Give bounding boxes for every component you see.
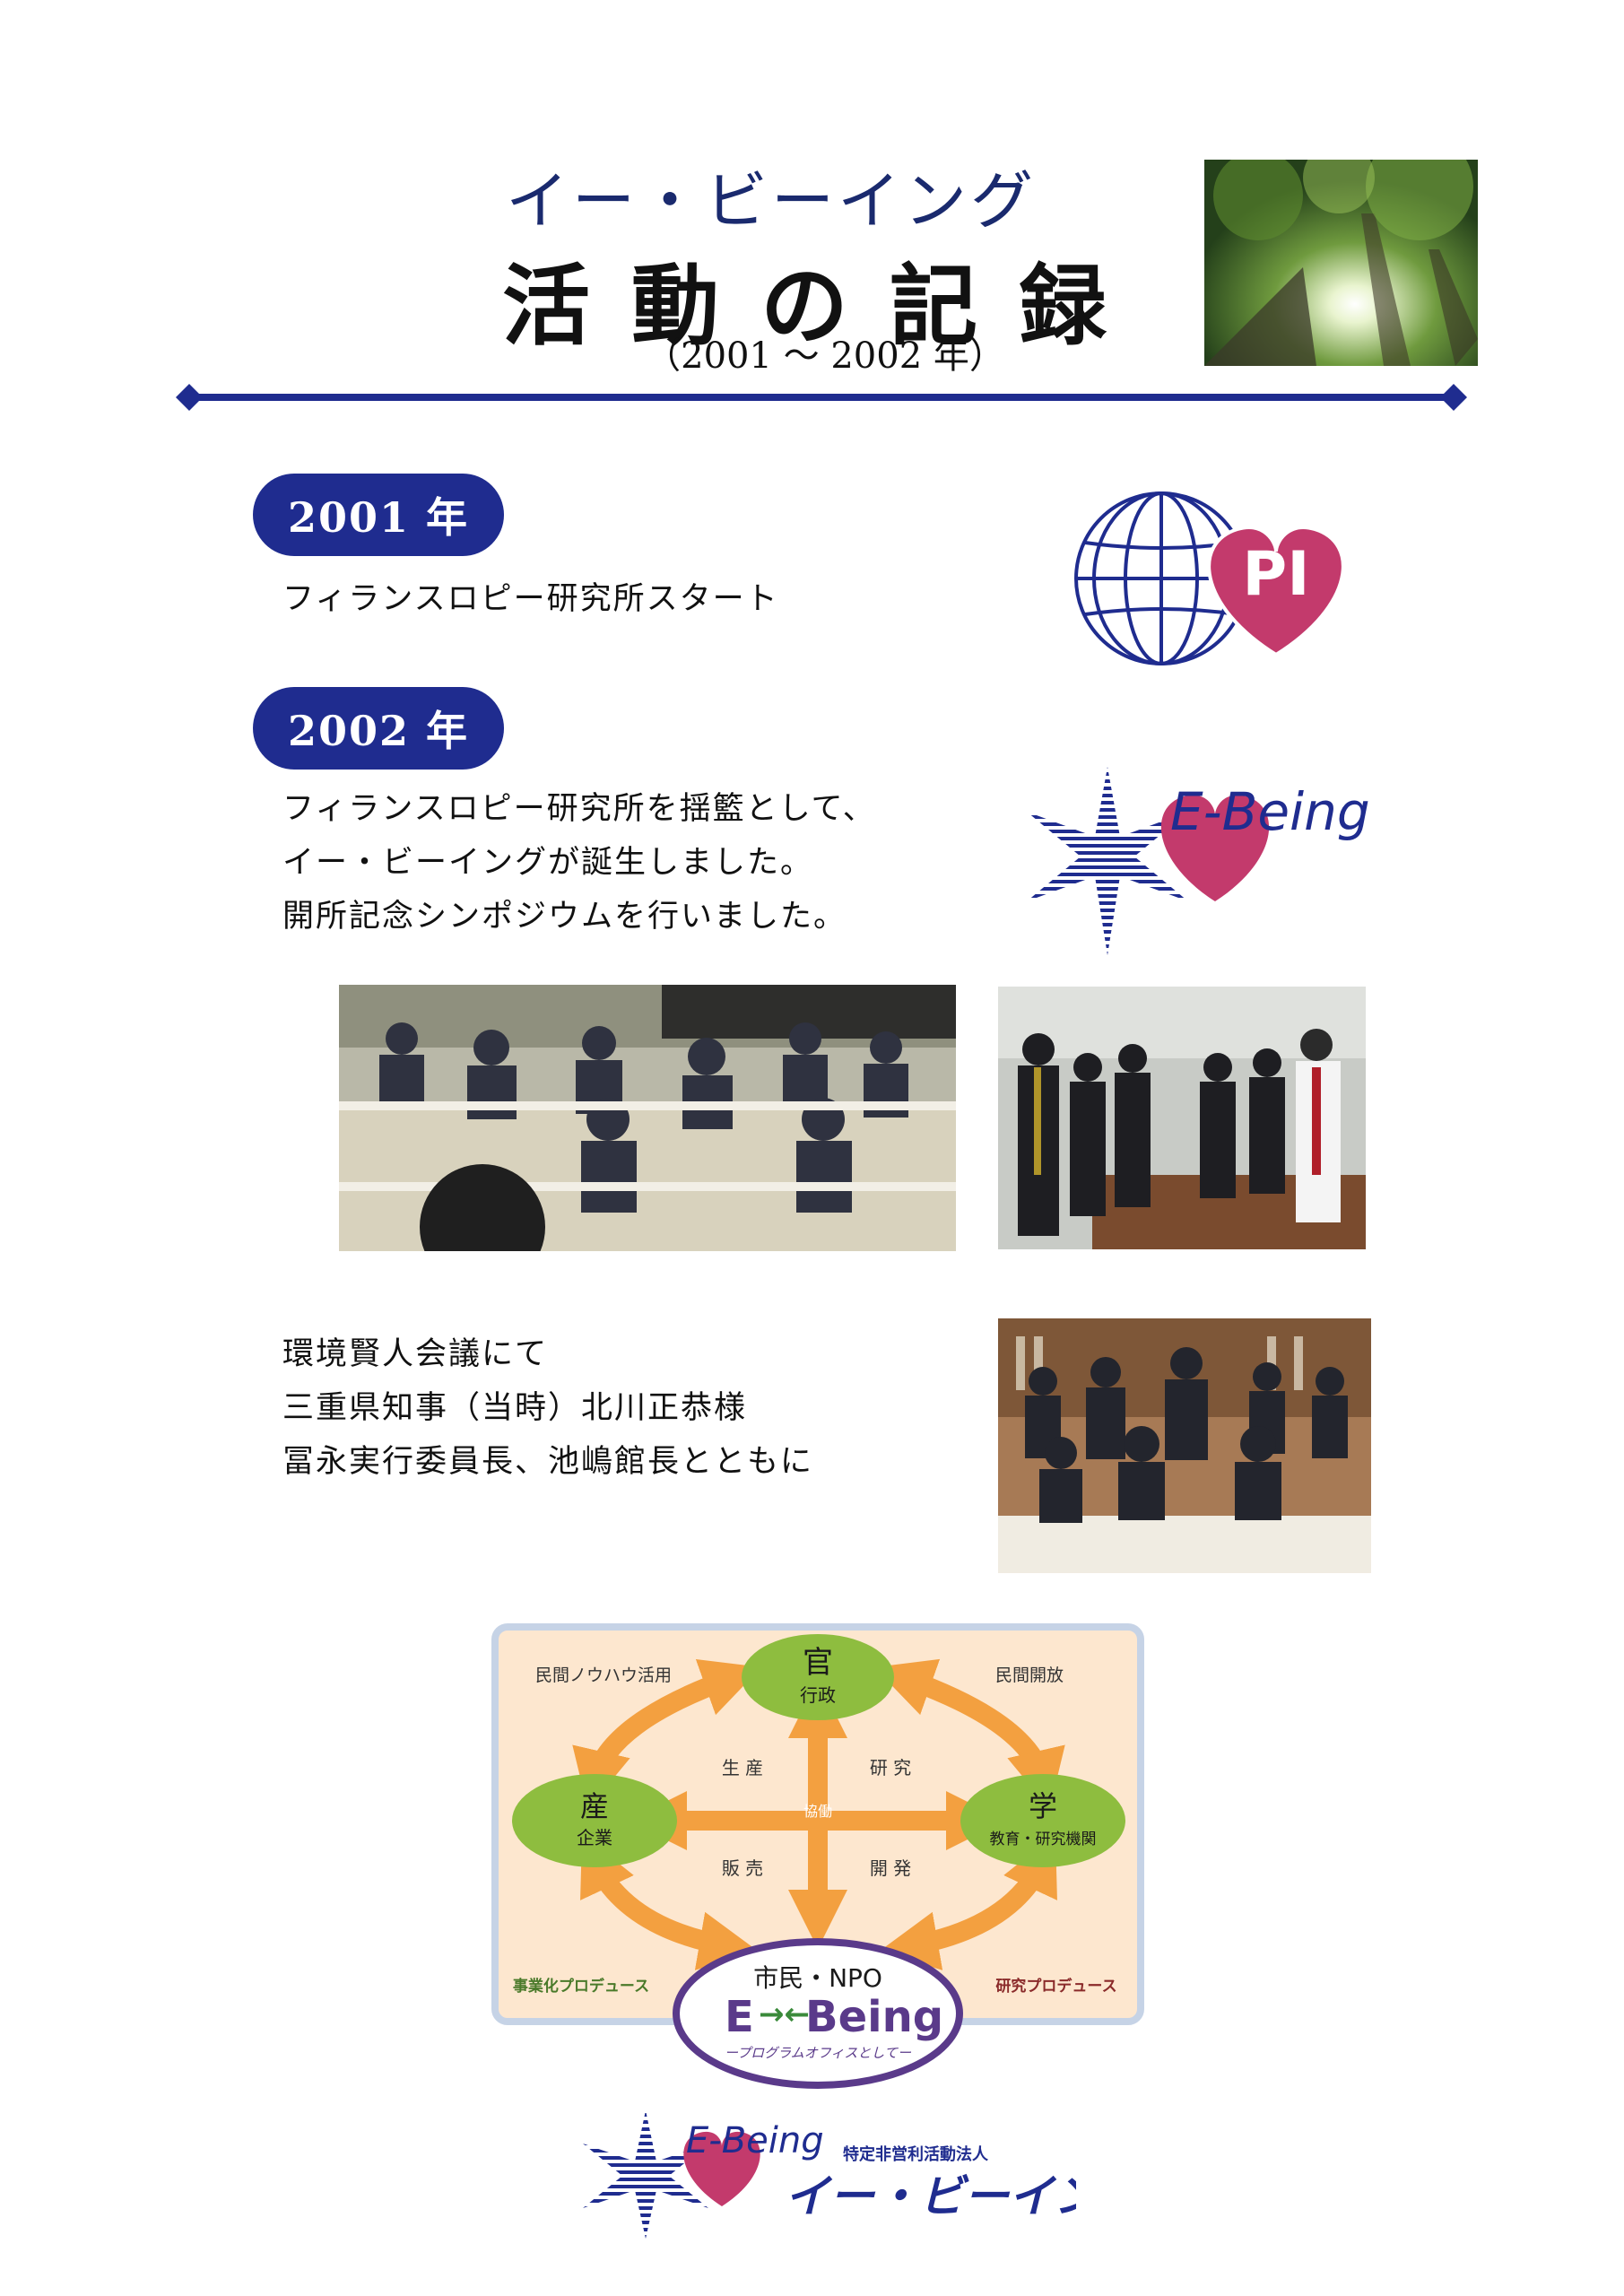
ebeing-logo-text: E-Being	[1170, 781, 1370, 842]
symposium-photo	[339, 985, 956, 1251]
ebeing-arrows-icon: →←	[759, 1996, 810, 2032]
header-subtitle: イー・ビーイング	[506, 164, 1037, 238]
header-period: （2001 ～ 2002 年）	[645, 335, 1005, 377]
label-sales: 販 売	[722, 1857, 763, 1879]
industry-main: 産	[580, 1789, 609, 1823]
ebeing-e: E	[725, 1992, 754, 2042]
collaboration-diagram: 官 行政 産 企業 学 教育・研究機関 市民・NPO E →← Being ープ…	[491, 1623, 1144, 2089]
section-2002-line-1: フィランスロピー研究所を揺籃として、	[282, 791, 876, 827]
citizen-label: 市民・NPO	[753, 1963, 882, 1993]
reception-photo	[998, 987, 1366, 1249]
event-line-1: 環境賢人会議にて	[282, 1336, 549, 1372]
pi-logo: PI	[1074, 491, 1345, 665]
footer-org-type: 特定非営利活動法人	[843, 2144, 989, 2164]
environment-council-photo	[998, 1318, 1371, 1573]
label-business-produce: 事業化プロデュース	[513, 1977, 649, 1996]
section-2002-line-2: イー・ビーイングが誕生しました。	[282, 845, 814, 881]
year-badge-2002: 2002 年	[253, 687, 504, 770]
academia-node	[960, 1774, 1125, 1867]
header-divider	[176, 384, 1467, 411]
section-2002-line-3: 開所記念シンポジウムを行いました。	[282, 899, 847, 935]
page-title: 活動の記録	[501, 255, 1148, 358]
label-research-produce: 研究プロデュース	[995, 1977, 1116, 1996]
label-collaboration: 協働	[803, 1803, 832, 1820]
industry-node	[512, 1774, 677, 1867]
gov-main: 官	[803, 1645, 833, 1681]
section-2001-line: フィランスロピー研究所スタート	[282, 581, 779, 617]
citizen-node	[673, 1938, 963, 2089]
footer-org-name: イー・ビーイング	[785, 2170, 1076, 2222]
event-text: 環境賢人会議にて 三重県知事（当時）北川正恭様 冨永実行委員長、池嶋館長とともに	[282, 1327, 813, 1489]
forest-canopy-photo	[1204, 160, 1478, 366]
ebeing-tagline: ープログラムオフィスとしてー	[725, 2045, 912, 2061]
label-top-left: 民間ノウハウ活用	[535, 1665, 672, 1685]
gov-sub: 行政	[800, 1684, 836, 1706]
footer-logo: E-Being 特定非営利活動法人 イー・ビーイング	[583, 2110, 1076, 2239]
section-2002-text: フィランスロピー研究所を揺籃として、 イー・ビーイングが誕生しました。 開所記念…	[282, 782, 876, 944]
section-2001-text: フィランスロピー研究所スタート	[282, 572, 779, 626]
ebeing-logo: E-Being	[1027, 767, 1370, 955]
event-line-3: 冨永実行委員長、池嶋館長とともに	[282, 1444, 814, 1480]
label-top-right: 民間開放	[995, 1665, 1064, 1685]
academia-sub: 教育・研究機関	[990, 1831, 1097, 1848]
gov-node	[742, 1634, 894, 1720]
event-line-2: 三重県知事（当時）北川正恭様	[282, 1390, 748, 1426]
footer-logo-word: E-Being	[686, 2120, 824, 2161]
year-badge-2001: 2001 年	[253, 474, 504, 556]
academia-main: 学	[1029, 1789, 1057, 1823]
label-research: 研 究	[870, 1757, 911, 1779]
label-production: 生 産	[722, 1757, 763, 1779]
pi-logo-text: PI	[1242, 539, 1309, 610]
industry-sub: 企業	[577, 1827, 612, 1848]
ebeing-word: Being	[805, 1992, 943, 2042]
label-development: 開 発	[870, 1857, 911, 1879]
